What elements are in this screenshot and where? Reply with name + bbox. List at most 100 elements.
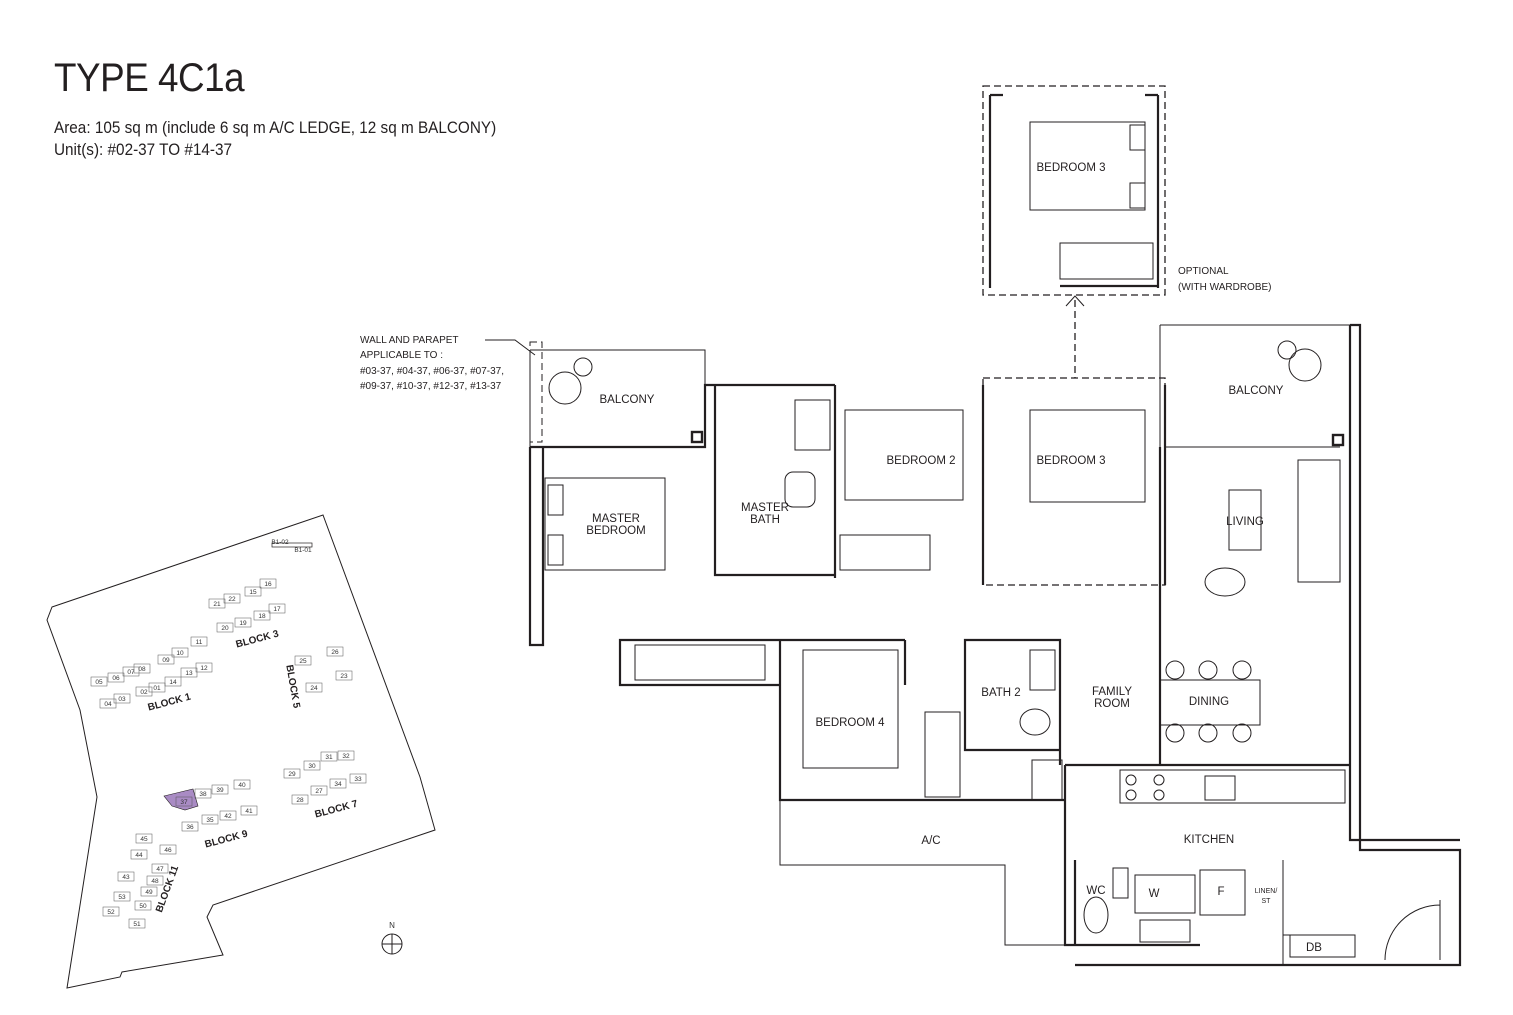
room-label: BEDROOM [586, 525, 645, 537]
site-unit-03: 03 [118, 696, 126, 703]
room-label: BEDROOM 4 [815, 717, 885, 729]
site-unit-outline [208, 598, 226, 609]
chair-icon [1204, 567, 1246, 597]
arrow-icon [1065, 295, 1085, 307]
room-label: W [1149, 888, 1160, 900]
site-unit-32: 32 [342, 753, 350, 760]
site-unit-07: 07 [127, 669, 135, 676]
site-unit-50: 50 [139, 903, 147, 910]
site-unit-outline [157, 654, 175, 665]
site-unit-outline [234, 617, 252, 628]
site-unit-outline [148, 682, 166, 693]
site-unit-outline [99, 698, 117, 709]
highlighted-unit [163, 788, 199, 811]
room-label: DB [1306, 942, 1322, 954]
site-unit-42: 42 [224, 813, 232, 820]
site-unit-24: 24 [310, 685, 318, 692]
site-unit-outline [329, 778, 347, 789]
site-unit-25: 25 [299, 658, 307, 665]
site-unit-27: 27 [315, 788, 323, 795]
toilet-icon [1083, 896, 1109, 934]
room-label: ROOM [1094, 698, 1130, 710]
site-unit-outline [294, 655, 312, 666]
site-unit-outline [291, 794, 309, 805]
site-unit-outline [175, 796, 193, 807]
site-unit-12: 12 [200, 665, 208, 672]
site-unit-08: 08 [138, 666, 146, 673]
site-unit-outline [135, 833, 153, 844]
room-label: FAMILY [1092, 686, 1132, 698]
site-unit-13: 13 [185, 670, 193, 677]
wardrobe-icon [839, 534, 931, 571]
site-unit-outline [181, 821, 199, 832]
site-unit-outline [159, 844, 177, 855]
site-unit-21: 21 [213, 601, 221, 608]
site-unit-37: 37 [180, 799, 188, 806]
site-unit-outline [128, 918, 146, 929]
site-unit-outline [233, 779, 251, 790]
site-unit-23: 23 [340, 673, 348, 680]
site-block-label: BLOCK 9 [204, 828, 250, 850]
site-unit-41: 41 [245, 808, 253, 815]
svg-text:WALL AND PARAPET: WALL AND PARAPET [360, 335, 459, 346]
site-unit-45: 45 [140, 836, 148, 843]
site-unit-11: 11 [196, 639, 203, 646]
toilet-icon [784, 471, 816, 508]
site-unit-outline [201, 814, 219, 825]
optional-note: OPTIONAL [1178, 266, 1229, 277]
site-unit-01: 01 [153, 685, 161, 692]
site-unit-outline [337, 750, 355, 761]
site-unit-outline [113, 693, 131, 704]
site-unit-outline [90, 676, 108, 687]
bed-icon [802, 649, 899, 769]
basement-label: B1-02 [271, 539, 289, 546]
site-unit-outline [253, 610, 271, 621]
site-unit-09: 09 [162, 657, 170, 664]
site-unit-outline [219, 810, 237, 821]
site-unit-30: 30 [308, 763, 316, 770]
site-unit-outline [283, 768, 301, 779]
optional-note: (WITH WARDROBE) [1178, 282, 1272, 293]
site-unit-outline [194, 788, 212, 799]
site-unit-outline [151, 863, 169, 874]
dining-table-icon [1159, 679, 1261, 726]
site-unit-outline [223, 593, 241, 604]
room-label: BATH [750, 514, 780, 526]
site-unit-33: 33 [354, 776, 362, 783]
site-unit-28: 28 [296, 797, 304, 804]
room-label: BATH 2 [981, 687, 1020, 699]
site-unit-19: 19 [239, 620, 247, 627]
site-unit-34: 34 [334, 781, 342, 788]
site-unit-26: 26 [331, 649, 339, 656]
bed-icon [544, 477, 666, 571]
site-unit-outline [164, 676, 182, 687]
site-unit-outline [190, 636, 208, 647]
site-unit-10: 10 [176, 650, 184, 657]
svg-text:#09-37, #10-37, #12-37, #13-37: #09-37, #10-37, #12-37, #13-37 [360, 381, 502, 392]
site-unit-51: 51 [133, 921, 141, 928]
room-label: A/C [921, 835, 940, 847]
site-unit-outline [335, 670, 353, 681]
room-label: BALCONY [1229, 385, 1284, 397]
site-unit-20: 20 [221, 625, 229, 632]
site-block-label: BLOCK 1 [147, 691, 193, 713]
toilet-icon [1019, 708, 1051, 736]
room-label: MASTER [592, 513, 640, 525]
site-unit-outline [244, 586, 262, 597]
site-unit-outline [130, 849, 148, 860]
site-unit-outline [180, 667, 198, 678]
room-label: F [1217, 886, 1224, 898]
site-unit-outline [216, 622, 234, 633]
wardrobe-icon [1059, 242, 1154, 280]
room-label: DINING [1189, 696, 1229, 708]
bed-icon [1029, 121, 1146, 211]
site-unit-outline [211, 784, 229, 795]
site-unit-outline [133, 663, 151, 674]
site-unit-outline [113, 891, 131, 902]
bed-icon [844, 409, 964, 501]
site-unit-outline [349, 773, 367, 784]
wall-parapet-note: WALL AND PARAPET APPLICABLE TO : #03-37,… [360, 335, 536, 392]
room-label: WC [1086, 885, 1105, 897]
site-unit-44: 44 [135, 852, 143, 859]
